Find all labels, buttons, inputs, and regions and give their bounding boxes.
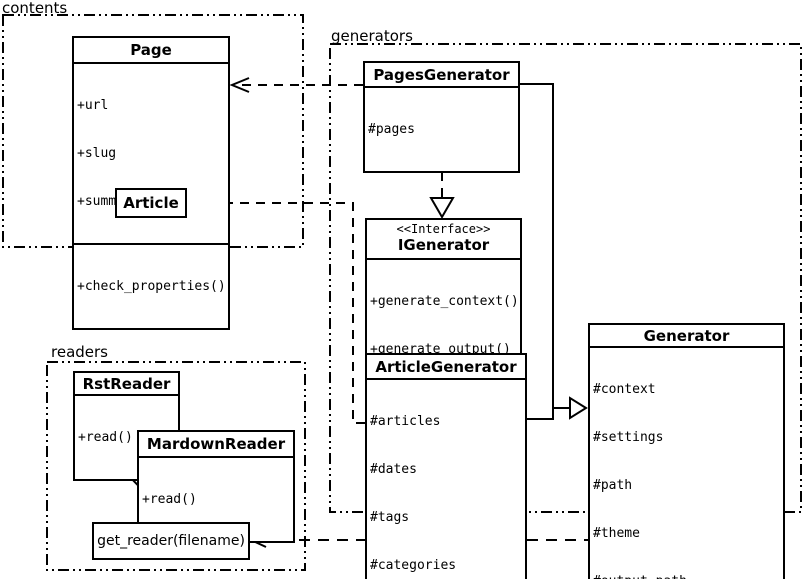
package-label-readers: readers (51, 343, 108, 361)
class-pagesgenerator: PagesGenerator #pages (363, 61, 520, 173)
class-article: Article (115, 188, 187, 218)
attribute: #categories (370, 558, 457, 573)
attribute: #context (593, 382, 656, 397)
attribute: +url (77, 98, 109, 113)
class-pagesgenerator-attributes: #pages (365, 88, 518, 171)
inheritance-arrow-generators-to-generator (520, 83, 588, 420)
class-articlegenerator: ArticleGenerator #articles #dates #tags … (365, 353, 527, 579)
function-box-label: get_reader(filename) (97, 533, 245, 549)
package-label-contents: contents (2, 0, 68, 17)
attribute: #output_path (593, 574, 780, 579)
class-rstreader-methods: +read() (75, 396, 178, 479)
class-generator-name: Generator (590, 325, 783, 348)
class-rstreader-name: RstReader (75, 373, 178, 396)
attribute: #theme (593, 526, 640, 541)
method: +check_properties() (77, 279, 226, 294)
class-articlegenerator-name: ArticleGenerator (367, 355, 525, 380)
dependency-arrow-pagesgenerator-to-page (229, 77, 363, 93)
method: +generate_context() (370, 294, 519, 309)
class-pagesgenerator-name: PagesGenerator (365, 63, 518, 88)
attribute: +slug (77, 146, 117, 161)
package-frame-readers (46, 361, 306, 571)
class-page-name: Page (74, 38, 228, 64)
attribute: #articles (370, 414, 441, 429)
attribute: #path (593, 478, 633, 493)
method: +read() (78, 430, 133, 445)
class-articlegenerator-attributes: #articles #dates #tags #categories (367, 380, 525, 579)
class-generator: Generator #context #settings #path #them… (588, 323, 785, 579)
class-article-name: Article (123, 194, 179, 212)
class-generator-attributes: #context #settings #path #theme #output_… (590, 348, 783, 579)
class-mardownreader-methods: +read() (139, 458, 293, 541)
attribute: #settings (593, 430, 664, 445)
package-frame-generators (329, 43, 802, 513)
realization-arrow-pagesgenerator-to-igenerator (429, 108, 455, 219)
class-igenerator-name: IGenerator (397, 236, 490, 254)
attribute: #dates (370, 462, 417, 477)
class-page-methods: +check_properties() (74, 245, 228, 328)
class-igenerator-stereotype: <<Interface>> (396, 222, 491, 236)
attribute: #tags (370, 510, 410, 525)
class-page: Page +url +slug +summary +check_properti… (72, 36, 230, 330)
class-mardownreader-name: MardownReader (139, 432, 293, 458)
attribute: #pages (368, 122, 415, 137)
method: +read() (142, 492, 197, 507)
package-label-generators: generators (331, 27, 413, 45)
class-igenerator-header: <<Interface>> IGenerator (367, 220, 520, 260)
function-box-get-reader: get_reader(filename) (92, 522, 250, 560)
